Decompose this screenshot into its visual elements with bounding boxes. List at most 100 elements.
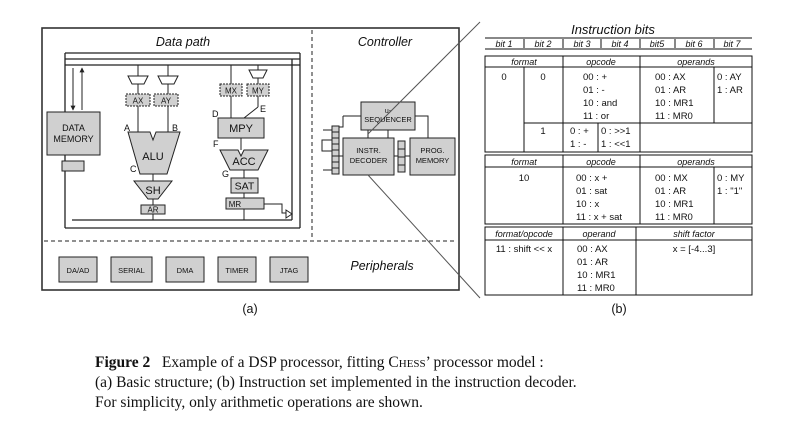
caption-line-2: (a) Basic structure; (b) Instruction set… (95, 374, 577, 391)
zoom-line-bottom (367, 174, 481, 299)
program-memory (409, 137, 456, 176)
ay-register (153, 93, 179, 107)
g1-operand1-3: 11 : MR0 (655, 111, 693, 122)
data-memory-port (61, 160, 85, 172)
micro-sequencer (360, 101, 416, 131)
g1-r2-opcode-a-1: 1 : - (570, 139, 586, 150)
port-e: E (260, 104, 266, 114)
port-c: C (130, 164, 137, 174)
g2-opcode-2: 10 : x (576, 199, 599, 210)
mpy-label: MPY (229, 123, 254, 135)
g1-operand2-0: 0 : AY (717, 72, 742, 83)
sequencer-label-1: u- (385, 108, 392, 115)
section-controller: Controller (358, 35, 413, 49)
port-a: A (124, 123, 130, 133)
g1-header-opcode: opcode (586, 57, 616, 67)
g2-operand1-0: 00 : MX (655, 173, 688, 184)
instruction-table (484, 37, 753, 296)
g3-operand-0: 00 : AX (577, 244, 608, 255)
g1-header-operands: operands (677, 57, 715, 67)
g1-format-bit2: 0 (540, 72, 545, 83)
g2-header-format: format (511, 157, 537, 167)
my-label: MY (252, 87, 265, 96)
ay-label: AY (161, 97, 172, 106)
decoder-label-1: INSTR. (356, 146, 381, 155)
g1-opcode-2: 10 : and (583, 98, 617, 109)
alu-label: ALU (142, 151, 163, 163)
sequencer-label-2: SEQUENCER (364, 115, 412, 124)
g1-r2-opcode-a-0: 0 : + (570, 126, 589, 137)
g1-r2-opcode-b-1: 1 : <<1 (601, 139, 631, 150)
acc-label: ACC (232, 156, 255, 168)
caption-text-1b: ’ processor model : (425, 354, 544, 371)
port-f: F (213, 139, 219, 149)
g2-opcode-0: 00 : x + (576, 173, 608, 184)
g3-format-opcode: 11 : shift << x (496, 244, 553, 255)
g1-r2-format-bit2: 1 (540, 126, 545, 137)
data-memory-label-2: MEMORY (53, 134, 93, 144)
g1-operand1-2: 10 : MR1 (655, 98, 694, 109)
ar-label: AR (147, 206, 158, 215)
g2-operand1-1: 01 : AR (655, 186, 686, 197)
sublabel-b: (b) (611, 302, 626, 316)
zoom-line-top (367, 21, 481, 135)
caption-text-1a: Example of a DSP processor, fitting (161, 354, 389, 371)
bit-header-2: bit 2 (534, 39, 551, 49)
caption-chess: Chess (388, 354, 426, 371)
mr-label: MR (229, 200, 242, 209)
peripheral-serial (110, 256, 153, 283)
mx-label: MX (225, 87, 238, 96)
peripheral-dma (165, 256, 205, 283)
prog-memory-label-1: PROG. (420, 146, 444, 155)
g2-operand1-2: 10 : MR1 (655, 199, 694, 210)
port-d: D (212, 109, 219, 119)
caption-label: Figure 2 (95, 354, 151, 371)
sublabel-a: (a) (242, 302, 257, 316)
g2-format: 10 (519, 173, 530, 184)
bit-header-7: bit 7 (723, 39, 741, 49)
g2-header-opcode: opcode (586, 157, 616, 167)
g2-operand2-0: 0 : MY (717, 173, 745, 184)
caption-line-3: For simplicity, only arithmetic operatio… (95, 394, 423, 411)
g1-operand1-0: 00 : AX (655, 72, 686, 83)
accumulator (219, 149, 269, 171)
shifter (132, 180, 174, 200)
peripheral-da-ad (58, 256, 98, 283)
instruction-decoder (342, 137, 395, 176)
peripheral-serial-label: SERIAL (118, 266, 145, 275)
g3-header-format-opcode: format/opcode (495, 229, 553, 239)
port-b: B (172, 123, 178, 133)
figure-caption: Figure 2 Example of a DSP processor, fit… (95, 353, 795, 413)
prog-memory-label-2: MEMORY (416, 156, 450, 165)
peripheral-jtag-label: JTAG (280, 266, 299, 275)
section-peripherals: Peripherals (350, 259, 413, 273)
g1-opcode-0: 00 : + (583, 72, 607, 83)
g2-opcode-3: 11 : x + sat (576, 212, 622, 223)
g1-r2-opcode-b-0: 0 : >>1 (601, 126, 631, 137)
diagram-a (41, 21, 481, 299)
data-memory-label-1: DATA (62, 123, 85, 133)
g2-header-operands: operands (677, 157, 715, 167)
bit-header-3: bit 3 (573, 39, 590, 49)
shifter-label: SH (145, 185, 160, 197)
g1-operand2-1: 1 : AR (717, 85, 743, 96)
processor-frame (41, 27, 460, 291)
g3-shift-factor: x = [-4...3] (673, 244, 716, 255)
decoder-label-2: DECODER (350, 156, 388, 165)
peripheral-timer-label: TIMER (225, 266, 249, 275)
g2-opcode-1: 01 : sat (576, 186, 608, 197)
g3-operand-2: 10 : MR1 (577, 270, 616, 281)
peripheral-jtag (269, 256, 309, 283)
g3-operand-3: 11 : MR0 (577, 283, 615, 294)
g2-operand1-3: 11 : MR0 (655, 212, 693, 223)
peripheral-da-ad-label: DA/AD (67, 266, 91, 275)
alu (127, 131, 181, 175)
g1-opcode-3: 11 : or (583, 111, 609, 122)
bit-header-4: bit 4 (611, 39, 628, 49)
data-memory (46, 111, 101, 156)
g3-operand-1: 01 : AR (577, 257, 608, 268)
g1-format-bit1: 0 (501, 72, 506, 83)
peripheral-timer (217, 256, 257, 283)
table-title: Instruction bits (571, 22, 655, 37)
